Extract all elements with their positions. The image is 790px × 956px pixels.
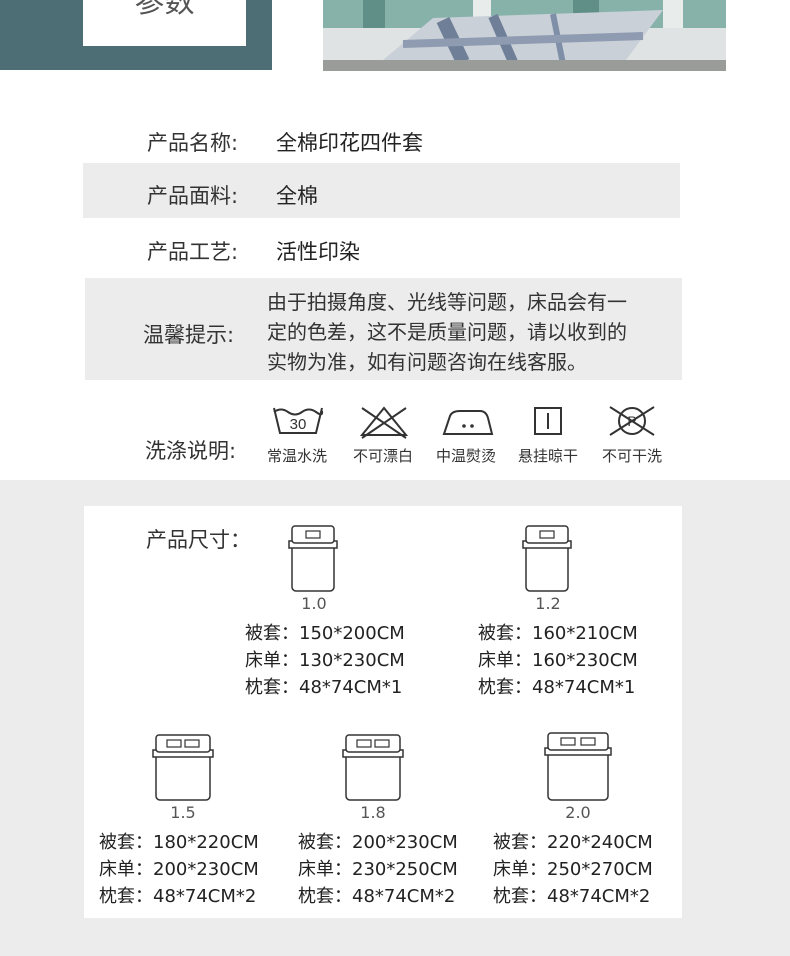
spec-duvet-1-2: 被套：160*210CM bbox=[478, 623, 638, 644]
notice-band bbox=[85, 278, 682, 380]
notice-line-2: 定的色差，这不是质量问题，请以收到的 bbox=[267, 320, 627, 344]
notice-line-1: 由于拍摄角度、光线等问题，床品会有一 bbox=[267, 290, 627, 314]
svg-text:P: P bbox=[627, 413, 636, 429]
no-bleach-icon bbox=[356, 405, 412, 443]
wash-label-hang: 悬挂晾干 bbox=[517, 447, 578, 465]
notice-label: 温馨提示: bbox=[143, 323, 235, 347]
size-card bbox=[84, 506, 682, 918]
spec-sheet-1-0: 床单：130*230CM bbox=[245, 650, 405, 671]
spec-row-band bbox=[83, 163, 680, 218]
spec-label-name: 产品名称: bbox=[147, 131, 239, 155]
spec-pillow-1-0: 枕套：48*74CM*1 bbox=[245, 677, 403, 698]
bed-single-pillow-icon bbox=[521, 525, 573, 597]
spec-duvet-2-0: 被套：220*240CM bbox=[493, 832, 653, 853]
page-title: 参数 bbox=[134, 0, 195, 20]
spec-sheet-2-0: 床单：250*270CM bbox=[493, 859, 653, 880]
washing-label: 洗涤说明: bbox=[145, 439, 237, 463]
spec-duvet-1-5: 被套：180*220CM bbox=[99, 832, 259, 853]
size-label-1-0: 1.0 bbox=[301, 594, 327, 613]
hang-dry-icon bbox=[532, 405, 564, 441]
product-photo bbox=[323, 0, 726, 71]
wash-label-no-bleach: 不可漂白 bbox=[352, 447, 413, 465]
size-label-1-8: 1.8 bbox=[360, 803, 386, 822]
spec-value-name: 全棉印花四件套 bbox=[276, 131, 423, 155]
size-label-2-0: 2.0 bbox=[565, 803, 591, 822]
wash-label-no-dryclean: 不可干洗 bbox=[601, 447, 662, 465]
header-title-box bbox=[83, 0, 246, 46]
spec-label-fabric: 产品面料: bbox=[147, 184, 239, 208]
wash-30-icon: 30 bbox=[271, 405, 325, 441]
wash-label-iron: 中温熨烫 bbox=[435, 447, 496, 465]
spec-value-fabric: 全棉 bbox=[276, 184, 318, 208]
notice-line-3: 实物为准，如有问题咨询在线客服。 bbox=[267, 350, 587, 374]
spec-sheet-1-8: 床单：230*250CM bbox=[298, 859, 458, 880]
no-dry-clean-icon: P bbox=[604, 404, 660, 442]
bed-double-pillow-icon bbox=[341, 734, 405, 806]
spec-pillow-1-5: 枕套：48*74CM*2 bbox=[99, 886, 257, 907]
spec-sheet-1-5: 床单：200*230CM bbox=[99, 859, 259, 880]
spec-duvet-1-8: 被套：200*230CM bbox=[298, 832, 458, 853]
iron-medium-icon bbox=[440, 406, 494, 442]
size-label-1-5: 1.5 bbox=[170, 803, 196, 822]
size-label-1-2: 1.2 bbox=[535, 594, 561, 613]
bed-single-pillow-icon bbox=[287, 525, 339, 597]
wash-label-normal: 常温水洗 bbox=[266, 447, 327, 465]
spec-value-craft: 活性印染 bbox=[276, 240, 360, 264]
spec-pillow-2-0: 枕套：48*74CM*2 bbox=[493, 886, 651, 907]
spec-label-craft: 产品工艺: bbox=[147, 240, 239, 264]
spec-sheet-1-2: 床单：160*230CM bbox=[478, 650, 638, 671]
svg-text:30: 30 bbox=[290, 416, 307, 433]
bed-king-pillow-icon bbox=[543, 732, 613, 806]
spec-duvet-1-0: 被套：150*200CM bbox=[245, 623, 405, 644]
spec-pillow-1-2: 枕套：48*74CM*1 bbox=[478, 677, 636, 698]
bed-double-pillow-icon bbox=[151, 734, 215, 806]
size-section-label: 产品尺寸： bbox=[146, 528, 251, 552]
spec-pillow-1-8: 枕套：48*74CM*2 bbox=[298, 886, 456, 907]
